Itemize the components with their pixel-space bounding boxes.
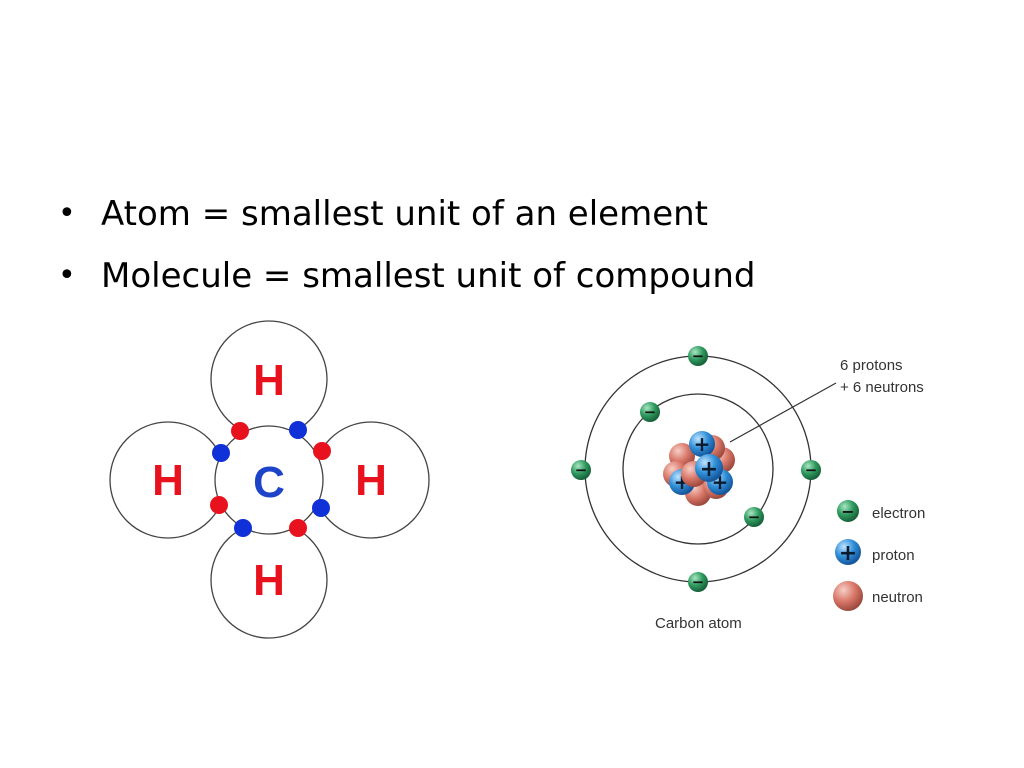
proton-icon-sign: +: [839, 541, 857, 566]
hydrogen-label-bottom: H: [253, 556, 285, 605]
bullet-text: Atom = smallest unit of an element: [101, 194, 709, 234]
electron-dot-red: [313, 442, 331, 460]
legend: − electron + proton neutron: [833, 500, 925, 611]
electron-dot-blue: [212, 444, 230, 462]
electron-ball: [640, 402, 660, 422]
methane-diagram: H H C H H: [109, 320, 430, 639]
electron: −: [744, 507, 764, 527]
electron-ball: [801, 460, 821, 480]
nucleus-pointer-line: [729, 382, 837, 443]
electron-sign: −: [644, 403, 657, 421]
bullet-dot: •: [58, 258, 76, 293]
legend-label: neutron: [872, 589, 923, 606]
electron-ball: [744, 507, 764, 527]
legend-label: proton: [872, 547, 915, 564]
electron-sign: −: [692, 573, 705, 591]
bullet-dot: •: [58, 196, 76, 231]
electron-icon: [837, 500, 859, 522]
electron-dot-blue: [289, 421, 307, 439]
legend-item-proton: + proton: [835, 539, 915, 566]
proton-sign: +: [700, 457, 718, 482]
legend-item-neutron: neutron: [833, 581, 923, 611]
proton: [689, 431, 715, 457]
electron-icon-sign: −: [841, 502, 854, 521]
electron-ball: [571, 460, 591, 480]
bullet-list: • Atom = smallest unit of an element • Mol…: [58, 190, 755, 314]
electron: −: [688, 346, 708, 366]
electron-dot-red: [289, 519, 307, 537]
nucleus-note-line1: 6 protons: [840, 357, 903, 374]
electron-dot-red: [231, 422, 249, 440]
electron-sign: −: [805, 461, 818, 479]
bullet-text: Molecule = smallest unit of compound: [101, 256, 756, 296]
carbon-atom-caption: Carbon atom: [655, 615, 742, 632]
hydrogen-label-right: H: [355, 456, 387, 505]
electron-dot-blue: [234, 519, 252, 537]
electron: −: [688, 572, 708, 592]
bullet-item: • Molecule = smallest unit of compound: [58, 252, 755, 314]
carbon-label: C: [253, 458, 285, 507]
nucleus: + + + +: [663, 431, 735, 506]
electron-dot-blue: [312, 499, 330, 517]
proton-sign: +: [694, 432, 711, 456]
electron: −: [801, 460, 821, 480]
legend-label: electron: [872, 505, 925, 522]
electron-dot-red: [210, 496, 228, 514]
electron-ball: [688, 346, 708, 366]
electron: −: [571, 460, 591, 480]
hydrogen-label-left: H: [152, 456, 184, 505]
electron-sign: −: [692, 347, 705, 365]
bullet-item: • Atom = smallest unit of an element: [58, 190, 755, 252]
electron-sign: −: [575, 461, 588, 479]
carbon-atom-diagram: + + + + 6 protons + 6 neutrons − − −: [571, 346, 925, 632]
legend-item-electron: − electron: [837, 500, 925, 522]
proton-icon: [835, 539, 861, 565]
inner-orbit: [622, 393, 774, 545]
electron-sign: −: [748, 508, 761, 526]
electron-ball: [688, 572, 708, 592]
hydrogen-label-top: H: [253, 356, 285, 405]
electron: −: [640, 402, 660, 422]
proton: [695, 454, 723, 482]
carbon-shell: [214, 425, 324, 535]
neutron-icon: [833, 581, 863, 611]
nucleus-note-line2: + 6 neutrons: [840, 379, 924, 396]
